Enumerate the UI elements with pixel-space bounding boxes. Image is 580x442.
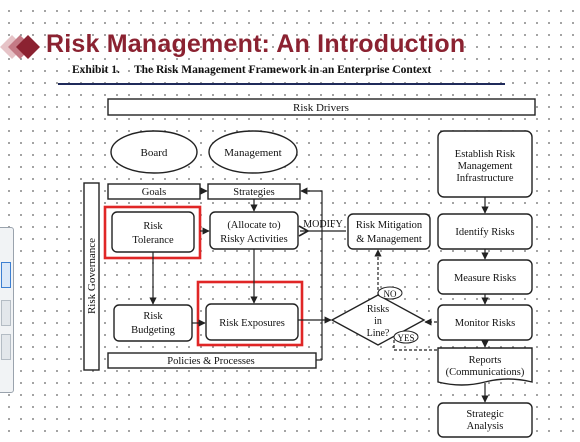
risk-budgeting-line2: Budgeting [131, 325, 175, 336]
modify-label: MODIFY [303, 219, 342, 230]
allocate-line1: (Allocate to) [227, 220, 281, 231]
strategic-analysis-line2: Analysis [467, 421, 504, 432]
risk-mitigation-box [347, 213, 431, 250]
risk-mitigation-line1: Risk Mitigation [356, 220, 423, 231]
risk-tolerance-line1: Risk [143, 221, 163, 232]
risk-drivers-box [107, 98, 536, 116]
exhibit-title: The Risk Management Framework in an Ente… [133, 64, 432, 76]
dashed-connector [393, 340, 437, 351]
connector [300, 187, 323, 360]
goals-label: Goals [142, 187, 167, 198]
board-label: Board [141, 147, 168, 159]
management-node [208, 130, 298, 174]
reports-box [437, 347, 533, 386]
title-logo-icon [0, 35, 40, 59]
risk-drivers-label: Risk Drivers [293, 102, 349, 114]
establish-line3: Infrastructure [456, 173, 513, 184]
risk-governance-box [83, 182, 100, 371]
risk-exposures-box [205, 303, 299, 341]
identify-risks-label: Identify Risks [455, 227, 514, 238]
risk-tolerance-box [111, 211, 195, 253]
decision-line3: Line? [367, 328, 390, 339]
yes-label-badge [393, 330, 419, 344]
strategies-label: Strategies [233, 187, 274, 198]
highlight-risk-exposures [196, 280, 304, 347]
exhibit-number: Exhibit 1. [72, 64, 120, 76]
panel-button[interactable] [1, 262, 11, 288]
reports-line2: (Communications) [446, 367, 525, 378]
exhibit-caption: Exhibit 1. The Risk Management Framework … [72, 64, 431, 76]
side-panel [0, 227, 14, 393]
measure-risks-label: Measure Risks [454, 273, 516, 284]
establish-line1: Establish Risk [455, 149, 516, 160]
yes-label: YES [397, 333, 414, 343]
panel-button[interactable] [1, 300, 11, 326]
panel-button[interactable] [1, 334, 11, 360]
strategic-analysis-box [437, 402, 533, 438]
no-label: NO [384, 289, 397, 299]
risk-governance-label: Risk Governance [86, 238, 98, 314]
monitor-risks-label: Monitor Risks [455, 318, 515, 329]
decision-line2: in [374, 316, 382, 327]
page-title: Risk Management: An Introduction [46, 30, 466, 58]
allocate-line2: Risky Activities [220, 234, 287, 245]
risk-tolerance-line2: Tolerance [132, 235, 174, 246]
policies-label: Policies & Processes [167, 356, 255, 367]
strategic-analysis-line1: Strategic [466, 409, 504, 420]
risk-budgeting-line1: Risk [143, 311, 163, 322]
risk-exposures-label: Risk Exposures [219, 318, 285, 329]
establish-line2: Management [458, 161, 513, 172]
decision-line1: Risks [367, 304, 389, 315]
title-rule [58, 83, 505, 85]
board-node [110, 130, 198, 174]
reports-line1: Reports [469, 355, 502, 366]
management-label: Management [224, 147, 281, 159]
risk-mitigation-line2: & Management [356, 234, 422, 245]
